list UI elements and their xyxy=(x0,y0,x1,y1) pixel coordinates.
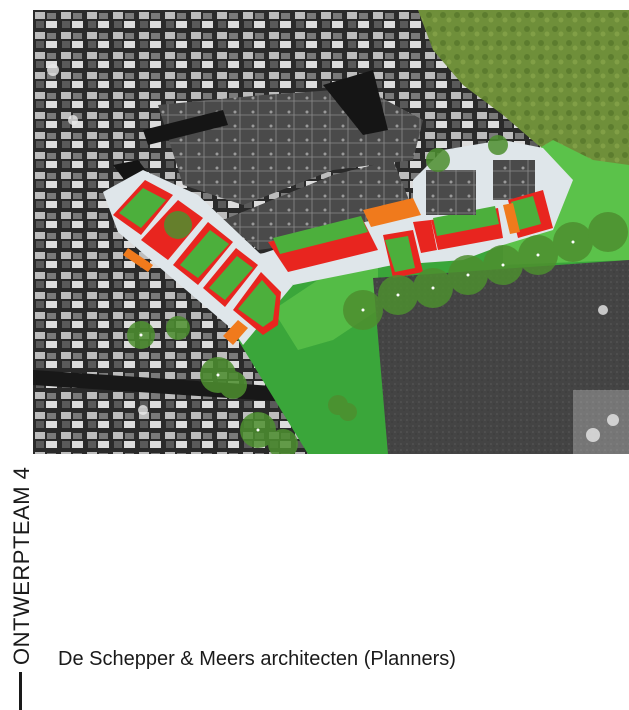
building-row-middle xyxy=(268,198,423,278)
site-plan-map xyxy=(33,10,629,454)
side-road xyxy=(323,70,388,135)
building-cluster-west xyxy=(113,180,281,345)
tree-canopy xyxy=(127,135,628,454)
tree-markers xyxy=(139,240,575,432)
building-courtyards-east xyxy=(413,160,553,253)
team-rule xyxy=(19,672,22,710)
credit-text: De Schepper & Meers architecten (Planner… xyxy=(58,648,456,670)
site-plan-drawing xyxy=(33,10,629,454)
team-label: ONTWERPTEAM 4 xyxy=(9,466,34,665)
side-street xyxy=(143,110,228,145)
cross-road xyxy=(33,370,333,405)
aerial-trees xyxy=(47,64,619,442)
sports-pitch xyxy=(373,260,629,454)
park-meadow xyxy=(273,260,378,350)
pitch-clubhouse xyxy=(573,390,629,454)
woodland-area xyxy=(418,10,629,195)
